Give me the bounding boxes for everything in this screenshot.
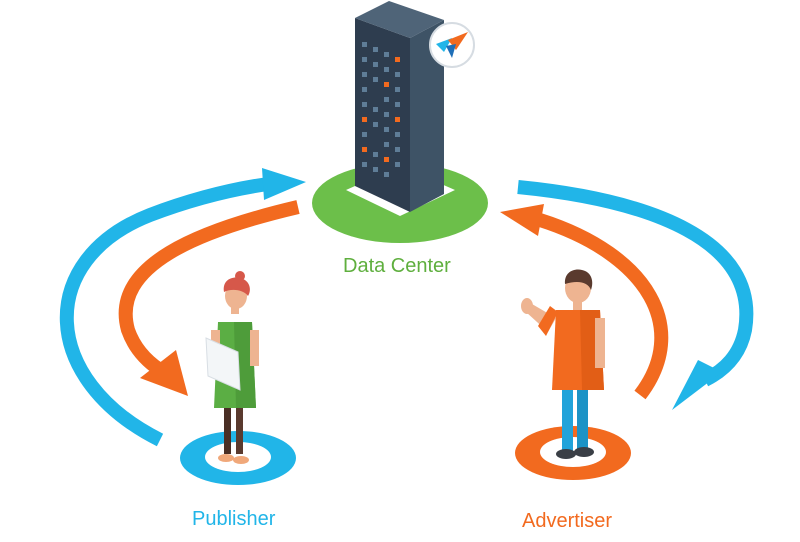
flow-arrows [59, 168, 754, 447]
advertiser-figure [521, 269, 605, 459]
publisher-label: Publisher [192, 508, 276, 530]
arrow-head-blue-top [262, 168, 306, 200]
arrow-publisher-to-datacenter [59, 177, 269, 447]
office-building-icon [355, 1, 444, 212]
arrow-advertiser-to-datacenter [537, 213, 669, 400]
building-windows [362, 42, 400, 177]
arrow-head-orange-right [500, 204, 544, 236]
arrow-datacenter-to-advertiser [517, 180, 754, 387]
bird-logo-icon [429, 22, 475, 68]
datacenter-label: Data Center [343, 255, 451, 277]
publisher-figure [205, 271, 259, 464]
arrow-datacenter-to-publisher [118, 200, 300, 376]
advertiser-label: Advertiser [522, 510, 613, 532]
arrow-head-orange-left [140, 350, 188, 396]
arrow-head-blue-right [672, 360, 722, 410]
